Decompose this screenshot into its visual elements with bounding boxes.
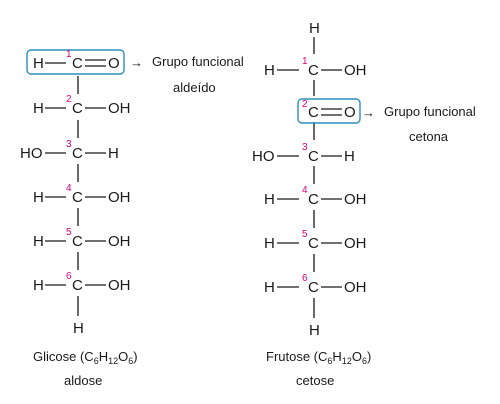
glucose-c6-left-atom: H: [33, 277, 44, 294]
fructose-close: ): [367, 349, 371, 364]
fructose-c1-left-atom: H: [264, 62, 275, 79]
fructose-o: O: [352, 349, 362, 364]
glucose-bottom-atom: H: [73, 320, 84, 337]
glucose-group-type: aldeído: [173, 80, 216, 95]
glucose-c3-number: 3: [66, 139, 72, 150]
glucose-c4-number: 4: [66, 183, 72, 194]
fructose-c6-carbon: C: [308, 279, 319, 296]
glucose-c2-number: 2: [66, 94, 72, 105]
glucose-c6-carbon: C: [72, 277, 83, 294]
glucose-h: H: [99, 349, 108, 364]
glucose-c2-right-group: OH: [108, 100, 131, 117]
fructose-sub-o: 6: [362, 356, 367, 366]
fructose-c1-right-group: OH: [344, 62, 367, 79]
fructose-sub-c: 6: [327, 356, 332, 366]
glucose-group-arrow: →: [130, 55, 143, 70]
glucose-c3-right-atom: H: [108, 145, 119, 162]
fructose-c3-left-group: HO: [252, 148, 275, 165]
fructose-c1-carbon: C: [308, 62, 319, 79]
fructose-c1-number: 1: [302, 56, 308, 67]
fructose-structure: H H 1 C OH 2 C O → Grupo funcional ceton…: [252, 20, 476, 388]
glucose-close: ): [133, 349, 137, 364]
fructose-c4-left-atom: H: [264, 191, 275, 208]
glucose-c6-number: 6: [66, 271, 72, 282]
fructose-c5-number: 5: [302, 229, 308, 240]
fructose-c3-carbon: C: [308, 148, 319, 165]
fructose-c2-number: 2: [302, 99, 308, 110]
fructose-formula-caption: Frutose (C6H12O6): [266, 349, 371, 366]
glucose-c5-carbon: C: [72, 233, 83, 250]
fructose-c4-number: 4: [302, 185, 308, 196]
glucose-c3-left-group: HO: [20, 145, 43, 162]
fructose-c4-carbon: C: [308, 191, 319, 208]
glucose-c1-left-atom: H: [33, 55, 44, 72]
fructose-sub-h: 12: [342, 356, 352, 366]
fructose-class-label: cetose: [296, 373, 334, 388]
fructose-c4-right-group: OH: [344, 191, 367, 208]
glucose-c3-carbon: C: [72, 145, 83, 162]
fructose-c5-left-atom: H: [264, 235, 275, 252]
glucose-c5-number: 5: [66, 227, 72, 238]
glucose-c2-carbon: C: [72, 100, 83, 117]
glucose-c5-right-group: OH: [108, 233, 131, 250]
fructose-name: Frutose (C: [266, 349, 327, 364]
fructose-c3-number: 3: [302, 142, 308, 153]
fructose-c6-left-atom: H: [264, 279, 275, 296]
glucose-c1-carbon: C: [72, 55, 83, 72]
glucose-c6-right-group: OH: [108, 277, 131, 294]
glucose-c1-number: 1: [66, 49, 72, 60]
fructose-group-type: cetona: [409, 129, 449, 144]
glucose-name: Glicose (C: [33, 349, 94, 364]
glucose-o: O: [118, 349, 128, 364]
glucose-structure: H 1 C O → Grupo funcional aldeído H 2 C …: [20, 49, 244, 388]
glucose-formula-caption: Glicose (C6H12O6): [33, 349, 138, 366]
fructose-c3-right-atom: H: [344, 148, 355, 165]
glucose-c4-left-atom: H: [33, 189, 44, 206]
aldehyde-group-highlight: [26, 49, 125, 75]
fructose-group-label: Grupo funcional: [384, 104, 476, 119]
fructose-h: H: [332, 349, 341, 364]
fructose-top-atom: H: [309, 20, 320, 37]
glucose-c5-left-atom: H: [33, 233, 44, 250]
glucose-c2-left-atom: H: [33, 100, 44, 117]
fructose-c6-number: 6: [302, 273, 308, 284]
glucose-sub-c: 6: [94, 356, 99, 366]
glucose-group-label: Grupo funcional: [152, 54, 244, 69]
fructose-c2-carbon: C: [308, 104, 319, 121]
fructose-bottom-atom: H: [309, 322, 320, 339]
glucose-class-label: aldose: [64, 373, 102, 388]
fructose-group-arrow: →: [362, 105, 375, 120]
glucose-c4-right-group: OH: [108, 189, 131, 206]
glucose-sub-h: 12: [108, 356, 118, 366]
fructose-c6-right-group: OH: [344, 279, 367, 296]
glucose-sub-o: 6: [128, 356, 133, 366]
glucose-c1-oxygen: O: [108, 55, 120, 72]
fructose-c2-oxygen: O: [344, 104, 356, 121]
fructose-c5-carbon: C: [308, 235, 319, 252]
fructose-c5-right-group: OH: [344, 235, 367, 252]
ketone-group-highlight: [297, 98, 361, 124]
glucose-c4-carbon: C: [72, 189, 83, 206]
